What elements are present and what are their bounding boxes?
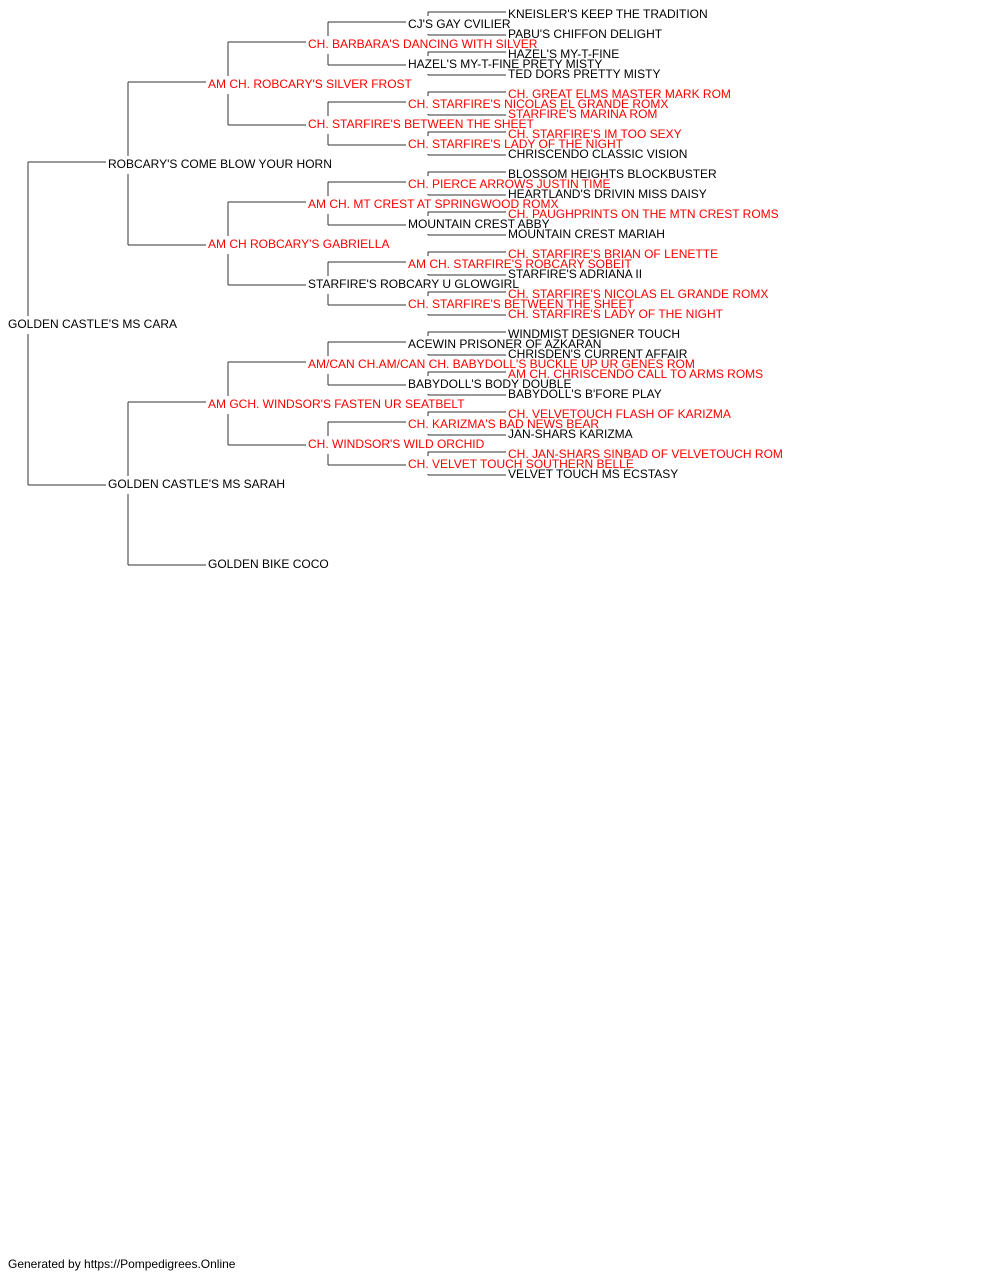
champion-dog-name: CH. STARFIRE'S BETWEEN THE SHEET (408, 297, 635, 311)
champion-dog-name: CH. KARIZMA'S BAD NEWS BEAR (408, 417, 599, 431)
champion-dog-name: AM CH ROBCARY'S GABRIELLA (208, 237, 389, 251)
dog-name: BABYDOLL'S BODY DOUBLE (408, 377, 571, 391)
champion-dog-name: AM CH. ROBCARY'S SILVER FROST (208, 77, 413, 91)
champion-dog-name: AM/CAN CH.AM/CAN CH. BABYDOLL'S BUCKLE U… (308, 357, 695, 371)
dog-name: STARFIRE'S ADRIANA II (508, 267, 642, 281)
champion-dog-name: CH. VELVET TOUCH SOUTHERN BELLE (408, 457, 634, 471)
champion-dog-name: CH. STARFIRE'S IM TOO SEXY (508, 127, 682, 141)
champion-dog-name: CH. STARFIRE'S LADY OF THE NIGHT (508, 307, 724, 321)
dog-name: STARFIRE'S ROBCARY U GLOWGIRL (308, 277, 519, 291)
dog-name: BLOSSOM HEIGHTS BLOCKBUSTER (508, 167, 717, 181)
dog-name: HAZEL'S MY-T-FINE PRETY MISTY (408, 57, 602, 71)
champion-dog-name: CH. BARBARA'S DANCING WITH SILVER (308, 37, 538, 51)
champion-dog-name: AM CH. MT CREST AT SPRINGWOOD ROMX (308, 197, 558, 211)
champion-dog-name: CH. GREAT ELMS MASTER MARK ROM (508, 87, 731, 101)
champion-dog-name: STARFIRE'S MARINA ROM (508, 107, 657, 121)
dog-name: MOUNTAIN CREST ABBY (408, 217, 550, 231)
footer-credit: Generated by https://Pompedigrees.Online (8, 1257, 236, 1271)
dog-name: GOLDEN CASTLE'S MS CARA (8, 317, 177, 331)
dog-name: VELVET TOUCH MS ECSTASY (508, 467, 678, 481)
dog-name: WINDMIST DESIGNER TOUCH (508, 327, 680, 341)
dog-name: HEARTLAND'S DRIVIN MISS DAISY (508, 187, 707, 201)
champion-dog-name: CH. STARFIRE'S NICOLAS EL GRANDE ROMX (508, 287, 768, 301)
dog-name: BABYDOLL'S B'FORE PLAY (508, 387, 662, 401)
champion-dog-name: CH. STARFIRE'S LADY OF THE NIGHT (408, 137, 624, 151)
champion-dog-name: CH. VELVETOUCH FLASH OF KARIZMA (508, 407, 731, 421)
dog-name: CHRISDEN'S CURRENT AFFAIR (508, 347, 688, 361)
dog-name: MOUNTAIN CREST MARIAH (508, 227, 665, 241)
dog-name: PABU'S CHIFFON DELIGHT (508, 27, 663, 41)
dog-name: TED DORS PRETTY MISTY (508, 67, 660, 81)
dog-name: GOLDEN CASTLE'S MS SARAH (108, 477, 285, 491)
champion-dog-name: CH. STARFIRE'S NICOLAS EL GRANDE ROMX (408, 97, 668, 111)
dog-name: GOLDEN BIKE COCO (208, 557, 329, 571)
dog-name: ACEWIN PRISONER OF AZKARAN (408, 337, 601, 351)
dog-name: ROBCARY'S COME BLOW YOUR HORN (108, 157, 332, 171)
champion-dog-name: CH. PIERCE ARROWS JUSTIN TIME (408, 177, 610, 191)
dog-name: KNEISLER'S KEEP THE TRADITION (508, 7, 708, 21)
pedigree-tree: GOLDEN CASTLE'S MS CARA ROBCARY'S COME BL… (8, 7, 783, 571)
champion-dog-name: CH. WINDSOR'S WILD ORCHID (308, 437, 485, 451)
dog-name: JAN-SHARS KARIZMA (508, 427, 633, 441)
dog-name: CHRISCENDO CLASSIC VISION (508, 147, 687, 161)
champion-dog-name: AM CH. STARFIRE'S ROBCARY SOBEIT (408, 257, 632, 271)
dog-name: CJ'S GAY CVILIER (408, 17, 511, 31)
champion-dog-name: AM CH. CHRISCENDO CALL TO ARMS ROMS (508, 367, 763, 381)
dog-name: HAZEL'S MY-T-FINE (508, 47, 619, 61)
champion-dog-name: CH. PAUGHPRINTS ON THE MTN CREST ROMS (508, 207, 779, 221)
champion-dog-name: CH. JAN-SHARS SINBAD OF VELVETOUCH ROM (508, 447, 783, 461)
champion-dog-name: CH. STARFIRE'S BETWEEN THE SHEET (308, 117, 535, 131)
champion-dog-name: CH. STARFIRE'S BRIAN OF LENETTE (508, 247, 718, 261)
champion-dog-name: AM GCH. WINDSOR'S FASTEN UR SEATBELT (208, 397, 465, 411)
